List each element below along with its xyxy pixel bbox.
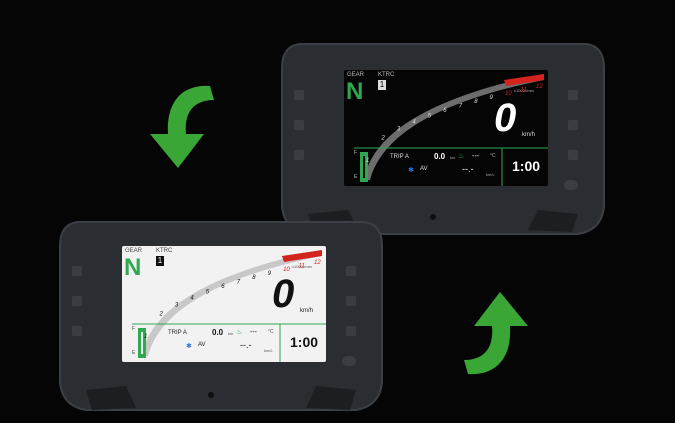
coolant-temp-icon: ♨	[236, 329, 243, 336]
trip-unit: km	[228, 331, 234, 336]
trip-label: TRIP A	[390, 154, 409, 160]
instrument-cluster-night: GEAR N KTRC 1 x1000r/min 0 km/h TRIP A 0…	[278, 34, 608, 244]
oil-warning-icon	[72, 326, 82, 336]
rpm-tick-label: 2	[159, 312, 164, 318]
rpm-tick-label: 3	[397, 126, 401, 132]
rpm-tick-label: 5	[428, 113, 432, 119]
fuel-full-label: F	[132, 326, 136, 332]
gear-label: GEAR	[125, 248, 143, 254]
trip-value: 0.0	[434, 152, 446, 161]
fuel-economy-unit: km/L	[486, 172, 495, 177]
rpm-tick-label: 7	[237, 279, 241, 285]
ktrc-label: KTRC	[156, 248, 173, 254]
left-arrow-button[interactable]	[294, 90, 304, 100]
rpm-tick-label: 7	[459, 103, 463, 109]
fuel-economy-unit: km/L	[264, 348, 273, 353]
rpm-tick-label: 9	[490, 95, 494, 101]
coolant-temp-icon: ♨	[458, 153, 465, 160]
trip-label: TRIP A	[168, 330, 187, 336]
fuel-economy-value: --.-	[462, 164, 474, 174]
rpm-tick-label: 6	[443, 108, 447, 114]
n-indicator-icon	[346, 296, 356, 306]
speed-unit: km/h	[300, 308, 314, 314]
curved-arrow-icon	[464, 292, 528, 375]
light-sensor	[430, 214, 436, 220]
gear-indicator: N	[124, 254, 142, 281]
left-arrow-button[interactable]	[72, 266, 82, 276]
instrument-cluster-day: GEAR N KTRC 1 x1000r/min 0 km/h TRIP A 0…	[56, 214, 386, 420]
lcd-screen: GEAR N KTRC 1 x1000r/min 0 km/h TRIP A 0…	[122, 246, 326, 362]
trip-value: 0.0	[212, 328, 224, 337]
rpm-tick-label: 12	[536, 84, 543, 90]
gear-indicator: N	[346, 78, 364, 105]
right-arrow-button[interactable]	[568, 90, 578, 100]
bluetooth-icon: ✱	[186, 343, 192, 350]
n-indicator-icon	[568, 150, 578, 160]
rpm-tick-label: 1	[144, 334, 147, 340]
rpm-unit: x1000r/min	[292, 264, 312, 269]
abs-warning-icon	[564, 180, 578, 190]
rpm-tick-label: 1	[366, 158, 369, 164]
n-indicator-icon	[568, 120, 578, 130]
rpm-tick-label: 10	[505, 91, 512, 97]
trip-unit: km	[450, 155, 456, 160]
fuel-empty-label: E	[132, 350, 136, 356]
fuel-full-label: F	[354, 150, 358, 156]
rpm-tick-label: 9	[268, 271, 272, 277]
rpm-tick-label: 8	[252, 275, 256, 281]
curved-arrow-icon	[150, 85, 214, 168]
clock: 1:00	[512, 158, 541, 174]
oil-warning-icon	[294, 150, 304, 160]
temp-unit: °C	[268, 329, 274, 335]
rpm-tick-label: 11	[299, 263, 305, 269]
rpm-tick-label: 11	[521, 87, 527, 93]
rpm-tick-label: 4	[190, 295, 194, 301]
clock: 1:00	[290, 334, 319, 350]
rpm-unit: x1000r/min	[514, 88, 534, 93]
bluetooth-icon: ✱	[408, 167, 414, 174]
gear-label: GEAR	[347, 72, 365, 78]
rpm-tick-label: 2	[381, 136, 386, 142]
rpm-tick-label: 6	[221, 284, 225, 290]
right-arrow-button[interactable]	[346, 266, 356, 276]
ktrc-mode: 1	[378, 80, 386, 90]
n-indicator-icon	[346, 326, 356, 336]
abs-warning-icon	[342, 356, 356, 366]
rpm-tick-label: 3	[175, 302, 179, 308]
speed-readout: 0	[494, 96, 517, 140]
speed-readout: 0	[272, 272, 295, 316]
temp-value: ---	[250, 329, 257, 336]
rpm-tick-label: 10	[283, 267, 290, 273]
rpm-tick-label: 12	[314, 260, 321, 266]
rpm-tick-label: 5	[206, 289, 210, 295]
ktrc-mode: 1	[156, 256, 164, 266]
rpm-tick-label: 8	[474, 99, 478, 105]
lcd-screen: GEAR N KTRC 1 x1000r/min 0 km/h TRIP A 0…	[344, 70, 548, 186]
temp-value: ---	[472, 153, 479, 160]
neutral-indicator-icon	[294, 120, 304, 130]
speed-unit: km/h	[522, 132, 536, 138]
fuel-empty-label: E	[354, 174, 358, 180]
fuel-economy-value: --.-	[240, 340, 252, 350]
temp-unit: °C	[490, 153, 496, 159]
av-label: AV	[420, 166, 428, 172]
light-sensor	[208, 392, 214, 398]
rpm-tick-label: 4	[412, 119, 416, 125]
neutral-indicator-icon	[72, 296, 82, 306]
av-label: AV	[198, 342, 206, 348]
ktrc-label: KTRC	[378, 72, 395, 78]
